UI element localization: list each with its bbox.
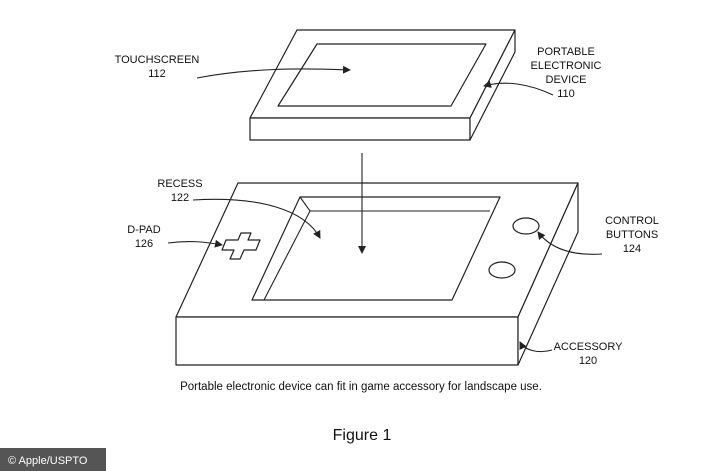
figure-title: Figure 1 (333, 427, 392, 444)
control-buttons-number: 124 (623, 243, 641, 255)
credit-text: © Apple/USPTO (8, 455, 88, 467)
portable-device-drawing (249, 29, 516, 141)
accessory-number: 120 (579, 355, 597, 367)
touchscreen-area (277, 43, 487, 107)
accessory-label: ACCESSORY (554, 341, 624, 353)
accessory-drawing (175, 182, 579, 366)
control-button-top-icon (512, 217, 540, 235)
dpad-label: D-PAD (127, 224, 160, 236)
device-label-line2: ELECTRONIC (531, 60, 602, 72)
dpad-leader (167, 239, 223, 248)
figure-caption: Portable electronic device can fit in ga… (180, 381, 542, 393)
device-right-face (469, 29, 516, 141)
control-buttons-label-line2: BUTTONS (606, 229, 658, 241)
device-label-line3: DEVICE (546, 74, 587, 86)
credit-badge (0, 448, 106, 471)
touchscreen-label: TOUCHSCREEN (115, 54, 200, 66)
accessory-front-face (175, 316, 519, 366)
recess-label: RECESS (157, 178, 202, 190)
recess-number: 122 (171, 192, 189, 204)
device-number: 110 (557, 88, 575, 100)
device-leader (483, 80, 554, 96)
control-button-bottom-icon (488, 261, 516, 279)
recess-opening (251, 196, 501, 301)
recess-inner-edge (263, 210, 311, 301)
control-buttons-leader (537, 231, 603, 255)
control-buttons-label-line1: CONTROL (605, 215, 659, 227)
touchscreen-leader (196, 65, 351, 79)
device-front-face (249, 117, 471, 141)
device-label-line1: PORTABLE (537, 46, 595, 58)
accessory-right-face (517, 182, 579, 366)
accessory-leader (519, 341, 553, 353)
touchscreen-number: 112 (148, 68, 166, 80)
recess-leader (192, 198, 321, 239)
dpad-number: 126 (135, 238, 153, 250)
dpad-icon (221, 232, 261, 260)
